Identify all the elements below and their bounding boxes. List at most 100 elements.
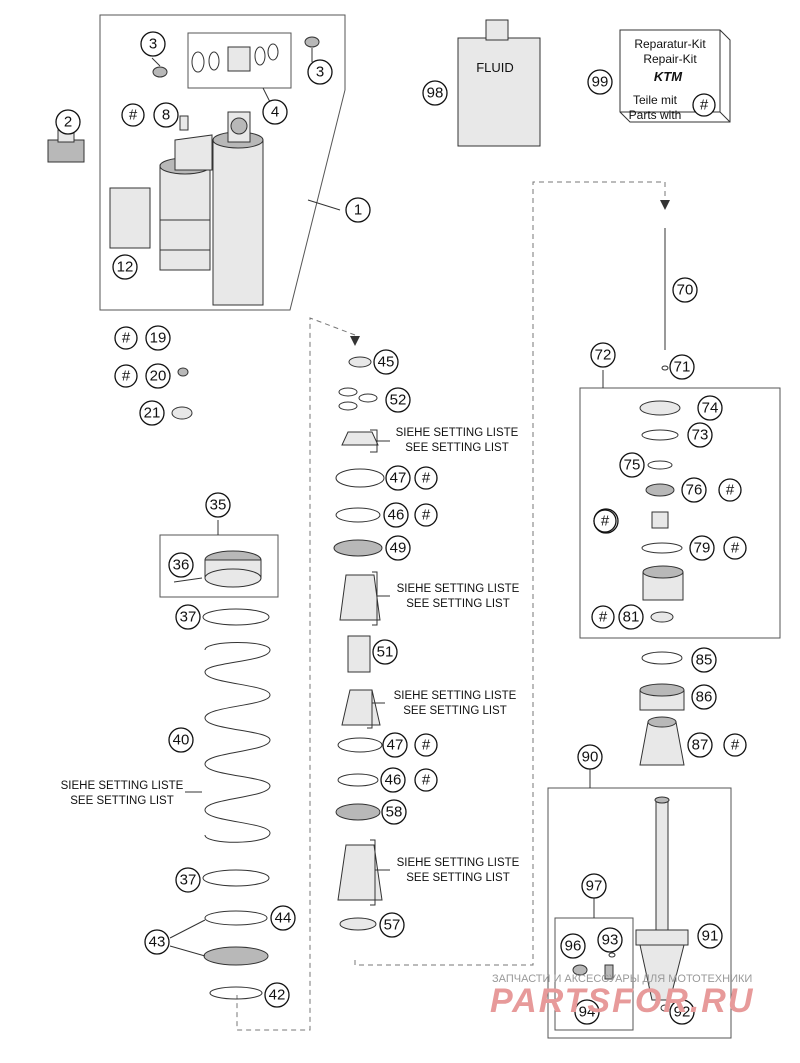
callout-4: 4: [262, 99, 288, 125]
svg-text:12: 12: [117, 259, 134, 276]
shim-stack-drawing: [333, 356, 385, 931]
hash-marker: #: [414, 768, 438, 792]
svg-text:85: 85: [696, 652, 713, 669]
svg-text:#: #: [422, 772, 431, 789]
callout-37: 37: [175, 604, 201, 630]
svg-text:45: 45: [378, 354, 395, 371]
callout-3: 3: [307, 59, 333, 85]
svg-text:86: 86: [696, 689, 713, 706]
callout-97: 97: [581, 873, 607, 899]
svg-text:#: #: [700, 97, 709, 114]
setting-note-5: SIEHE SETTING LISTE SEE SETTING LIST: [61, 780, 184, 807]
group-box-piston-assembly: [579, 387, 781, 639]
callout-36: 36: [168, 552, 194, 578]
adjuster-drawing: [47, 129, 85, 163]
callout-8: 8: [153, 102, 179, 128]
svg-text:81: 81: [623, 609, 640, 626]
svg-text:8: 8: [162, 107, 170, 124]
callout-2: 2: [55, 109, 81, 135]
svg-text:75: 75: [624, 457, 641, 474]
svg-text:70: 70: [677, 282, 694, 299]
svg-text:40: 40: [173, 732, 190, 749]
svg-text:19: 19: [150, 330, 167, 347]
svg-text:71: 71: [674, 359, 691, 376]
callout-42: 42: [264, 982, 290, 1008]
svg-text:#: #: [422, 507, 431, 524]
setting-note-5-de: SIEHE SETTING LISTE: [61, 780, 184, 792]
svg-text:4: 4: [271, 104, 279, 121]
hash-marker: #: [114, 364, 138, 388]
callout-94: 94: [574, 999, 600, 1025]
callout-86: 86: [691, 684, 717, 710]
callout-19: 19: [145, 325, 171, 351]
svg-text:2: 2: [64, 114, 72, 131]
svg-text:58: 58: [386, 804, 403, 821]
kit-line-4: Parts with: [629, 108, 682, 122]
hash-marker: #: [718, 478, 742, 502]
piston-assembly-drawing: [639, 228, 685, 766]
callout-20: 20: [145, 363, 171, 389]
svg-text:#: #: [422, 470, 431, 487]
svg-text:20: 20: [150, 368, 167, 385]
svg-text:91: 91: [702, 928, 719, 945]
watermark-line-1: ЗАПЧАСТИ И АКСЕССУАРЫ ДЛЯ МОТОТЕХНИКИ: [492, 973, 752, 985]
callout-45: 45: [373, 349, 399, 375]
callout-21: 21: [139, 400, 165, 426]
callout-49: 49: [385, 535, 411, 561]
callout-70: 70: [672, 277, 698, 303]
svg-text:43: 43: [149, 934, 166, 951]
kit-logo: KTM: [654, 69, 683, 84]
callout-1: 1: [345, 197, 371, 223]
hash-marker: #: [414, 466, 438, 490]
setting-note-5-en: SEE SETTING LIST: [70, 795, 174, 807]
group-box-shaft: [547, 787, 732, 1039]
svg-text:37: 37: [180, 872, 197, 889]
callout-44: 44: [270, 905, 296, 931]
setting-note-1-en: SEE SETTING LIST: [405, 442, 509, 454]
svg-text:57: 57: [384, 917, 401, 934]
callout-71: 71: [669, 354, 695, 380]
svg-text:#: #: [129, 107, 138, 124]
setting-note-1: SIEHE SETTING LISTE SEE SETTING LIST: [396, 427, 519, 454]
svg-text:44: 44: [275, 910, 292, 927]
setting-brackets: [185, 429, 390, 906]
callout-85: 85: [691, 647, 717, 673]
callout-74: 74: [697, 395, 723, 421]
svg-text:37: 37: [180, 609, 197, 626]
callout-96: 96: [560, 933, 586, 959]
leader-lines: [151, 48, 604, 957]
callout-58: 58: [381, 799, 407, 825]
hash-marker: #: [593, 509, 617, 533]
callout-72: 72: [590, 342, 616, 368]
svg-text:#: #: [731, 737, 740, 754]
callout-35: 35: [205, 492, 231, 518]
callout-93: 93: [597, 927, 623, 953]
svg-text:#: #: [731, 540, 740, 557]
callout-92: 92: [669, 999, 695, 1025]
svg-text:3: 3: [316, 64, 324, 81]
svg-text:#: #: [601, 513, 610, 530]
callout-43: 43: [144, 929, 170, 955]
svg-text:76: 76: [686, 482, 703, 499]
hash-marker: #: [121, 103, 145, 127]
svg-text:98: 98: [427, 85, 444, 102]
svg-text:97: 97: [586, 878, 603, 895]
callout-37: 37: [175, 867, 201, 893]
callout-40: 40: [168, 727, 194, 753]
svg-text:87: 87: [692, 737, 709, 754]
hash-marker: #: [723, 733, 747, 757]
shock-body-drawing: [47, 36, 320, 420]
hash-marker: #: [114, 326, 138, 350]
callout-51: 51: [372, 639, 398, 665]
callout-99: 99: [587, 69, 613, 95]
svg-text:72: 72: [595, 347, 612, 364]
setting-note-2-de: SIEHE SETTING LISTE: [397, 583, 520, 595]
callout-79: 79: [689, 535, 715, 561]
group-box-shock-body: [99, 14, 346, 311]
svg-text:74: 74: [702, 400, 719, 417]
callout-12: 12: [112, 254, 138, 280]
hash-marker: #: [414, 503, 438, 527]
svg-text:#: #: [726, 482, 735, 499]
svg-text:21: 21: [144, 405, 161, 422]
group-box-adjuster: [159, 534, 279, 598]
